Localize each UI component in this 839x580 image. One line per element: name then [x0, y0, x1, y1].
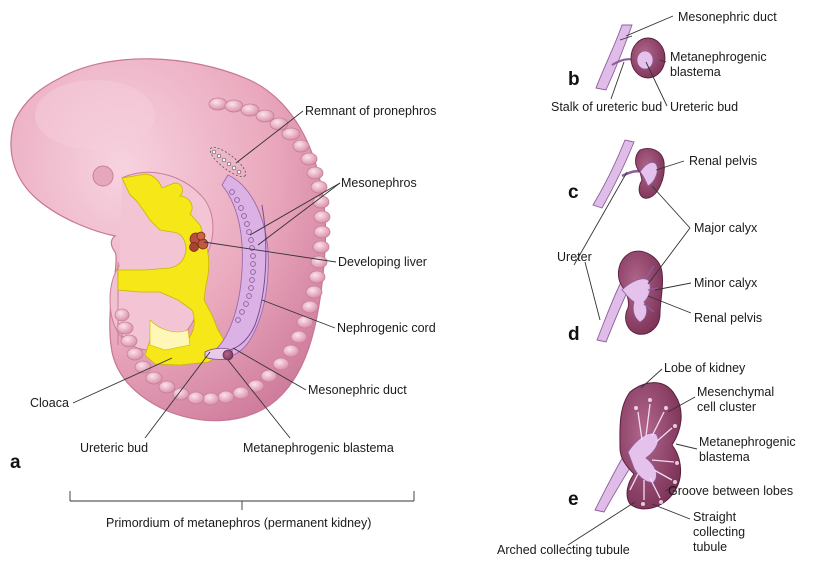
leaders-b: [610, 15, 674, 107]
label-stalk: Stalk of ureteric bud: [551, 100, 662, 114]
panel-d-drawing: [596, 250, 663, 343]
label-mesenchymal-1: Mesenchymal: [697, 385, 774, 399]
primordium-bracket: [69, 491, 415, 510]
label-major-calyx: Major calyx: [694, 221, 758, 235]
panel-label-c: c: [568, 182, 579, 203]
label-nephrogenic-cord: Nephrogenic cord: [337, 321, 436, 335]
label-metanephrogenic-e-1: Metanephrogenic: [699, 435, 796, 449]
label-lobe: Lobe of kidney: [664, 361, 746, 375]
developing-liver: [189, 231, 209, 252]
leaders-e: [567, 368, 698, 546]
label-groove: Groove between lobes: [668, 484, 793, 498]
label-ureteric-bud-b: Ureteric bud: [670, 100, 738, 114]
leaders-c: [655, 160, 685, 171]
label-developing-liver: Developing liver: [338, 255, 427, 269]
label-metanephrogenic-blastema-a: Metanephrogenic blastema: [243, 441, 394, 455]
panel-label-e: e: [568, 489, 579, 510]
label-remnant-pronephros: Remnant of pronephros: [305, 104, 436, 118]
label-primordium: Primordium of metanephros (permanent kid…: [106, 516, 371, 530]
panel-b-drawing: [595, 24, 666, 91]
label-straight-2: collecting: [693, 525, 745, 539]
leaders-d: [573, 171, 692, 321]
metanephrogenic-blastema-a: [222, 349, 234, 361]
label-arched-tubule: Arched collecting tubule: [497, 543, 630, 557]
panel-label-b: b: [568, 69, 580, 90]
somites: [114, 97, 331, 406]
embryo-drawing: [10, 58, 331, 422]
label-straight-3: tubule: [693, 540, 727, 554]
label-ureter: Ureter: [557, 250, 592, 264]
label-mesenchymal-2: cell cluster: [697, 400, 756, 414]
label-mesonephric-duct-b: Mesonephric duct: [678, 10, 777, 24]
panel-label-d: d: [568, 324, 580, 345]
label-mesonephros: Mesonephros: [341, 176, 417, 190]
label-mesonephric-duct-a: Mesonephric duct: [308, 383, 407, 397]
label-straight-1: Straight: [693, 510, 737, 524]
leaders-a: [72, 110, 341, 439]
label-metanephrogenic-b-1: Metanephrogenic: [670, 50, 767, 64]
eye-bump: [92, 165, 114, 187]
panel-e-drawing: [594, 382, 682, 513]
panel-label-a: a: [10, 452, 21, 473]
gut: [117, 173, 226, 366]
panel-c-drawing: [592, 139, 665, 209]
label-renal-pelvis-c: Renal pelvis: [689, 154, 757, 168]
label-renal-pelvis-d: Renal pelvis: [694, 311, 762, 325]
label-ureteric-bud-a: Ureteric bud: [80, 441, 148, 455]
label-metanephrogenic-b-2: blastema: [670, 65, 721, 79]
label-minor-calyx: Minor calyx: [694, 276, 758, 290]
label-cloaca: Cloaca: [30, 396, 69, 410]
label-metanephrogenic-e-2: blastema: [699, 450, 750, 464]
